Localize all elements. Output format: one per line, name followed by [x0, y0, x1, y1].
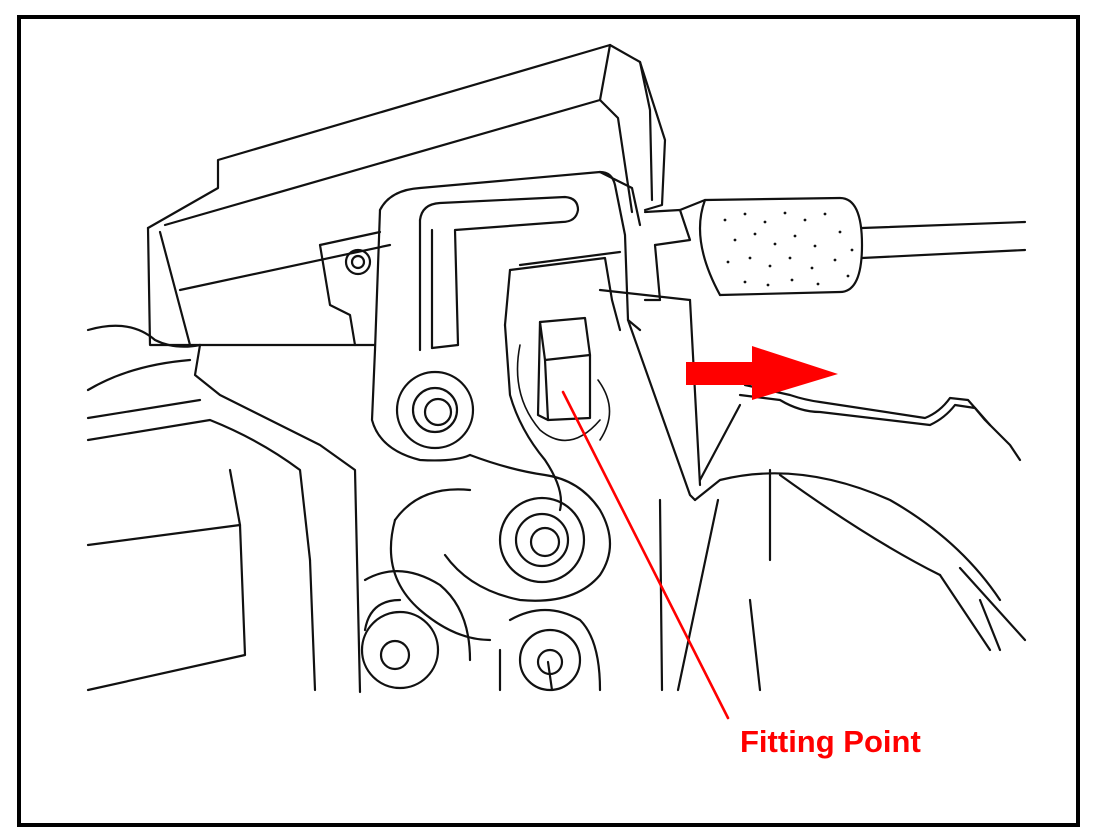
main-body-plate [193, 288, 1002, 694]
pull-direction-arrow [686, 346, 838, 400]
right-panel-contour [738, 383, 1027, 692]
latch-bracket [318, 170, 642, 352]
fitting-pin [516, 316, 611, 442]
cable-sleeve [643, 196, 1027, 302]
grip-dots [723, 211, 854, 287]
upper-bolt [395, 370, 475, 450]
callout-leader-line [561, 390, 730, 720]
left-housing [86, 324, 317, 692]
callout-label: Fitting Point [740, 724, 921, 759]
bottom-right-bolt [498, 609, 602, 692]
bottom-left-bolt [360, 570, 472, 690]
lower-bolt [389, 453, 611, 642]
cover-panel [146, 43, 667, 347]
